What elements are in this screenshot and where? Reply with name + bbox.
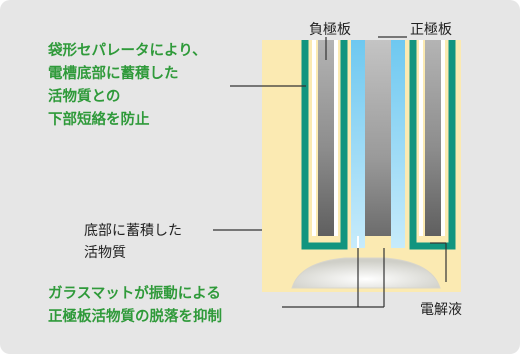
- negative-plate-label: 負極板: [309, 22, 351, 38]
- negative-plate-right-inner: [441, 40, 445, 236]
- leader-lines: [213, 36, 447, 308]
- separator-callout: 袋形セパレータにより、 電槽底部に蓄積した 活物質との 下部短絡を防止: [48, 43, 207, 128]
- negative-plate-left-outer: [312, 40, 316, 236]
- separator-right: [409, 40, 456, 250]
- negative-plate-left: [318, 40, 334, 236]
- electrolyte-label: 電解液: [420, 302, 462, 318]
- negative-plate-right-outer: [419, 40, 423, 236]
- glass-mat-callout: ガラスマットが振動による 正極板活物質の脱落を抑制: [48, 286, 222, 325]
- positive-plate: [365, 40, 391, 236]
- sediment-callout: 底部に蓄積した 活物質: [84, 223, 182, 261]
- positive-plate-label: 正極板: [410, 22, 452, 38]
- glass-mat-left: [351, 40, 365, 248]
- negative-plate-right: [425, 40, 441, 236]
- glass-mat-right: [391, 40, 405, 248]
- sediment: [291, 257, 441, 289]
- negative-plate-left-inner: [334, 40, 338, 236]
- separator-left: [301, 40, 348, 250]
